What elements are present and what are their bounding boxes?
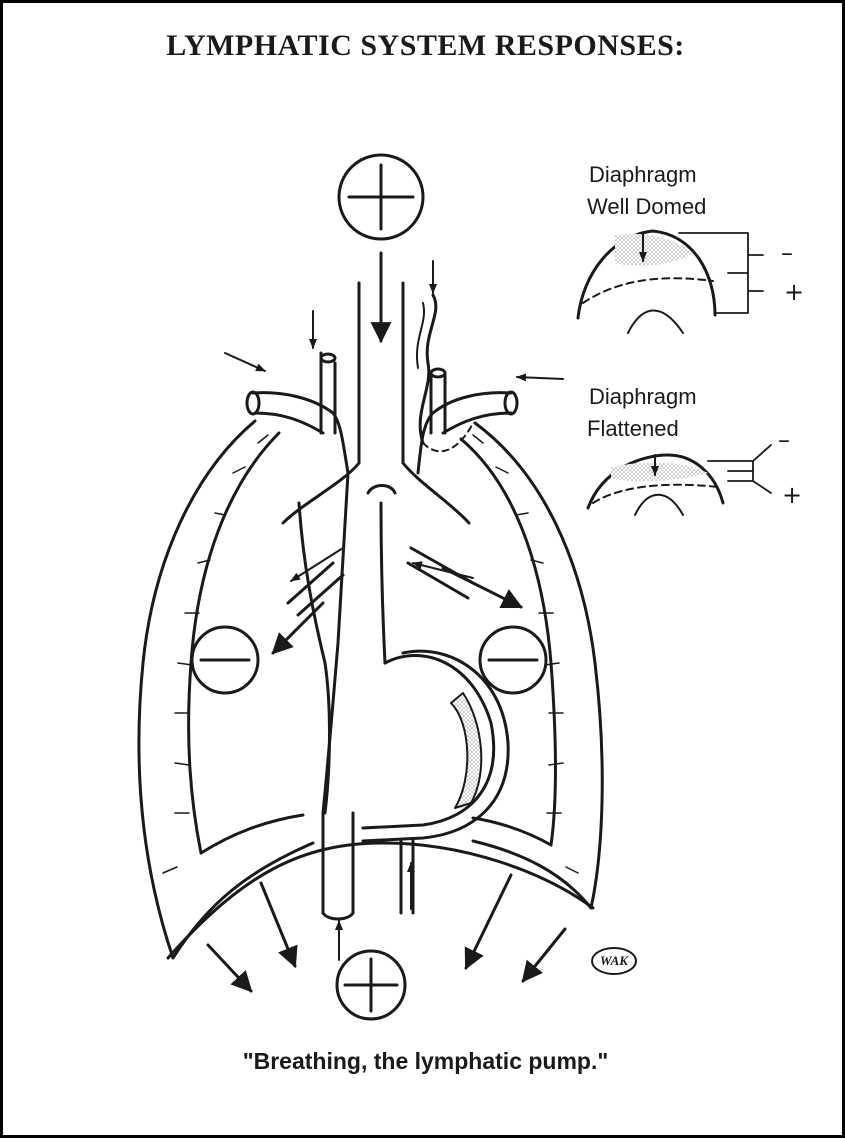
flow-arrows bbox=[206, 260, 567, 993]
diaphragm-outline bbox=[166, 841, 595, 960]
negative-pressure-right-icon bbox=[478, 625, 548, 695]
right-rib-cage bbox=[459, 421, 604, 910]
inset-domed-plus: + bbox=[784, 278, 805, 306]
positive-pressure-top-icon bbox=[337, 153, 425, 241]
subclavian-veins bbox=[245, 390, 519, 475]
inset-flattened-label-line2: Flattened bbox=[587, 416, 679, 441]
heart-and-aorta bbox=[361, 649, 510, 915]
artist-initials-oval bbox=[591, 947, 637, 975]
page-title: LYMPHATIC SYSTEM RESPONSES: bbox=[166, 29, 685, 62]
inset-flattened-minus: – bbox=[778, 426, 790, 454]
inset-domed-label-line1: Diaphragm bbox=[589, 162, 697, 187]
inset-flattened-label-line1: Diaphragm bbox=[589, 384, 697, 409]
figure-caption: "Breathing, the lymphatic pump." bbox=[242, 1048, 609, 1074]
left-rib-cage bbox=[137, 419, 315, 960]
inset-domed-diaphragm bbox=[576, 229, 764, 334]
thoracic-duct bbox=[416, 293, 474, 453]
jugular-vessels bbox=[319, 351, 447, 435]
inset-domed-label-line2: Well Domed bbox=[587, 194, 707, 219]
artist-initials: WAK bbox=[600, 953, 628, 968]
thorax-diagram bbox=[137, 153, 772, 1021]
inset-domed-minus: – bbox=[781, 239, 793, 267]
trachea bbox=[281, 281, 471, 525]
great-vessels bbox=[297, 471, 387, 921]
inset-flattened-diaphragm bbox=[586, 444, 772, 516]
negative-pressure-left-icon bbox=[190, 625, 260, 695]
inset-flattened-plus: + bbox=[782, 481, 803, 509]
positive-pressure-bottom-icon bbox=[335, 949, 407, 1021]
